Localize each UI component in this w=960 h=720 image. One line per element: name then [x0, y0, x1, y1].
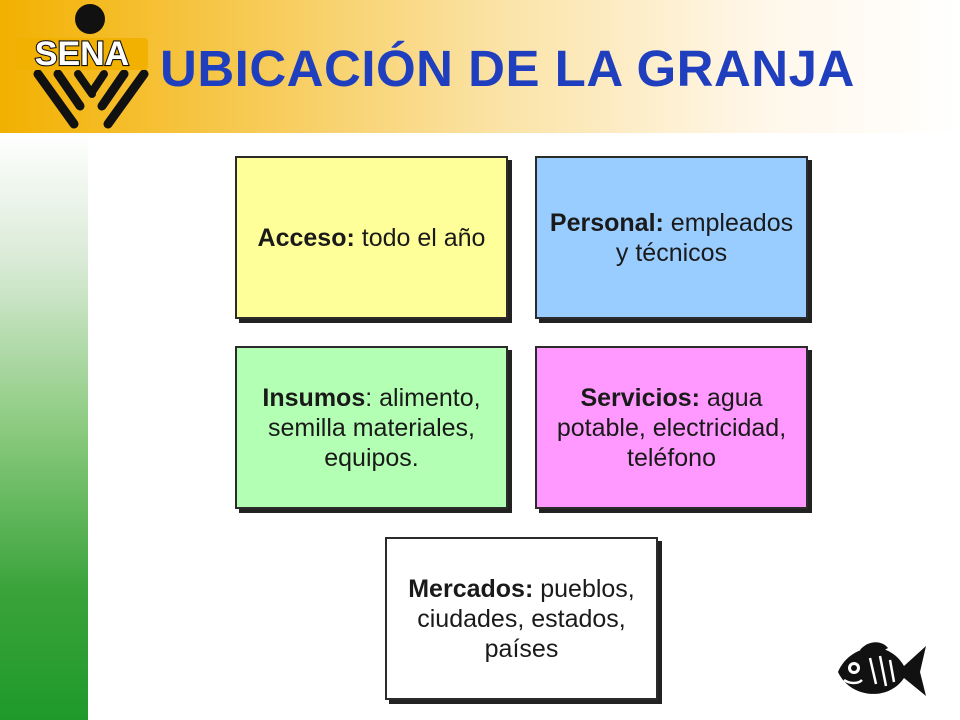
card-mercados-label: Mercados:	[408, 574, 534, 603]
card-servicios: Servicios: agua potable, electricidad, t…	[535, 346, 808, 509]
card-mercados: Mercados: pueblos, ciudades, estados, pa…	[385, 537, 658, 700]
card-mercados-text: pueblos, ciudades, estados, países	[417, 574, 635, 663]
header-band	[0, 0, 960, 133]
page-title: UBICACIÓN DE LA GRANJA	[160, 40, 855, 97]
card-insumos-label: Insumos	[262, 383, 366, 412]
fish-decoration	[830, 636, 930, 704]
card-insumos-colon: :	[365, 383, 373, 412]
card-acceso-label: Acceso:	[257, 223, 355, 252]
card-personal-label: Personal:	[549, 208, 664, 237]
card-personal: Personal: empleados y técnicos	[535, 156, 808, 319]
card-personal-text: empleados y técnicos	[615, 208, 794, 267]
card-acceso: Acceso: todo el año	[235, 156, 508, 319]
card-acceso-text: todo el año	[354, 223, 486, 252]
logo-text: SENA	[35, 35, 129, 73]
side-band	[0, 133, 88, 720]
card-insumos-text: alimento, semilla materiales, equipos.	[267, 383, 481, 472]
card-insumos: Insumos: alimento, semilla materiales, e…	[235, 346, 508, 509]
card-servicios-label: Servicios:	[580, 383, 700, 412]
fish-icon	[838, 642, 926, 696]
card-servicios-text: agua potable, electricidad, teléfono	[556, 383, 787, 472]
sena-logo: SENA	[12, 2, 152, 130]
sena-logo-icon: SENA	[16, 4, 149, 129]
